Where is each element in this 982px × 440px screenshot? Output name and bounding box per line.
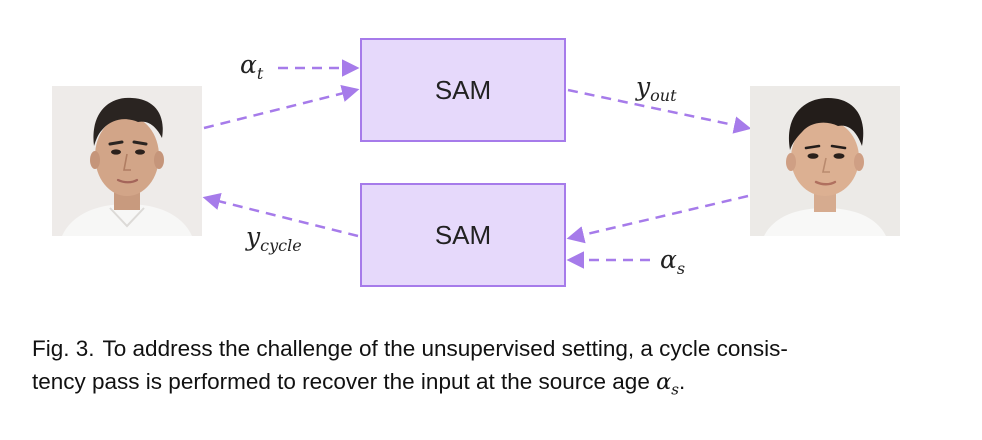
caption-text-end: . [679, 369, 686, 394]
y-out-sub: out [650, 86, 677, 105]
alpha-s-sub: s [676, 259, 686, 278]
arrows-layer [202, 59, 752, 269]
output-face-image [750, 86, 900, 236]
figure-caption: Fig. 3. To address the challenge of the u… [32, 332, 962, 407]
figure-diagram: SAM SAM αt yout ycycle αs [52, 38, 900, 287]
arrow-sam-bottom-to-input [202, 192, 359, 238]
alpha-s-label: αs [660, 245, 685, 278]
sam-box-top-label: SAM [434, 74, 492, 105]
caption-text-line-1: To address the challenge of the unsuperv… [102, 336, 788, 361]
caption-line-1: Fig. 3. To address the challenge of the u… [32, 332, 962, 365]
sam-box-bottom-label: SAM [434, 219, 492, 250]
caption-figure-label: Fig. 3. [32, 336, 95, 361]
alpha-t-base: α [240, 50, 257, 79]
arrow-input-to-sam-top [203, 84, 360, 130]
caption-math-sub: s [671, 380, 679, 399]
y-cycle-base: y [246, 222, 261, 251]
caption-math-alpha: α [656, 369, 672, 395]
arrow-output-to-sam-bottom [566, 194, 749, 244]
y-out-base: y [636, 72, 651, 101]
y-out-label: yout [636, 72, 677, 105]
alpha-t-sub: t [256, 64, 264, 83]
arrow-sam-top-to-output [567, 88, 752, 134]
y-cycle-sub: cycle [260, 236, 302, 255]
sam-box-top: SAM [360, 38, 566, 142]
input-face-image [52, 86, 202, 236]
alpha-t-label: αt [240, 50, 263, 83]
caption-line-2: tency pass is performed to recover the i… [32, 365, 962, 407]
sam-box-bottom: SAM [360, 183, 566, 287]
alpha-s-base: α [660, 245, 677, 274]
y-cycle-label: ycycle [246, 222, 302, 255]
caption-text-line-2: tency pass is performed to recover the i… [32, 369, 657, 394]
